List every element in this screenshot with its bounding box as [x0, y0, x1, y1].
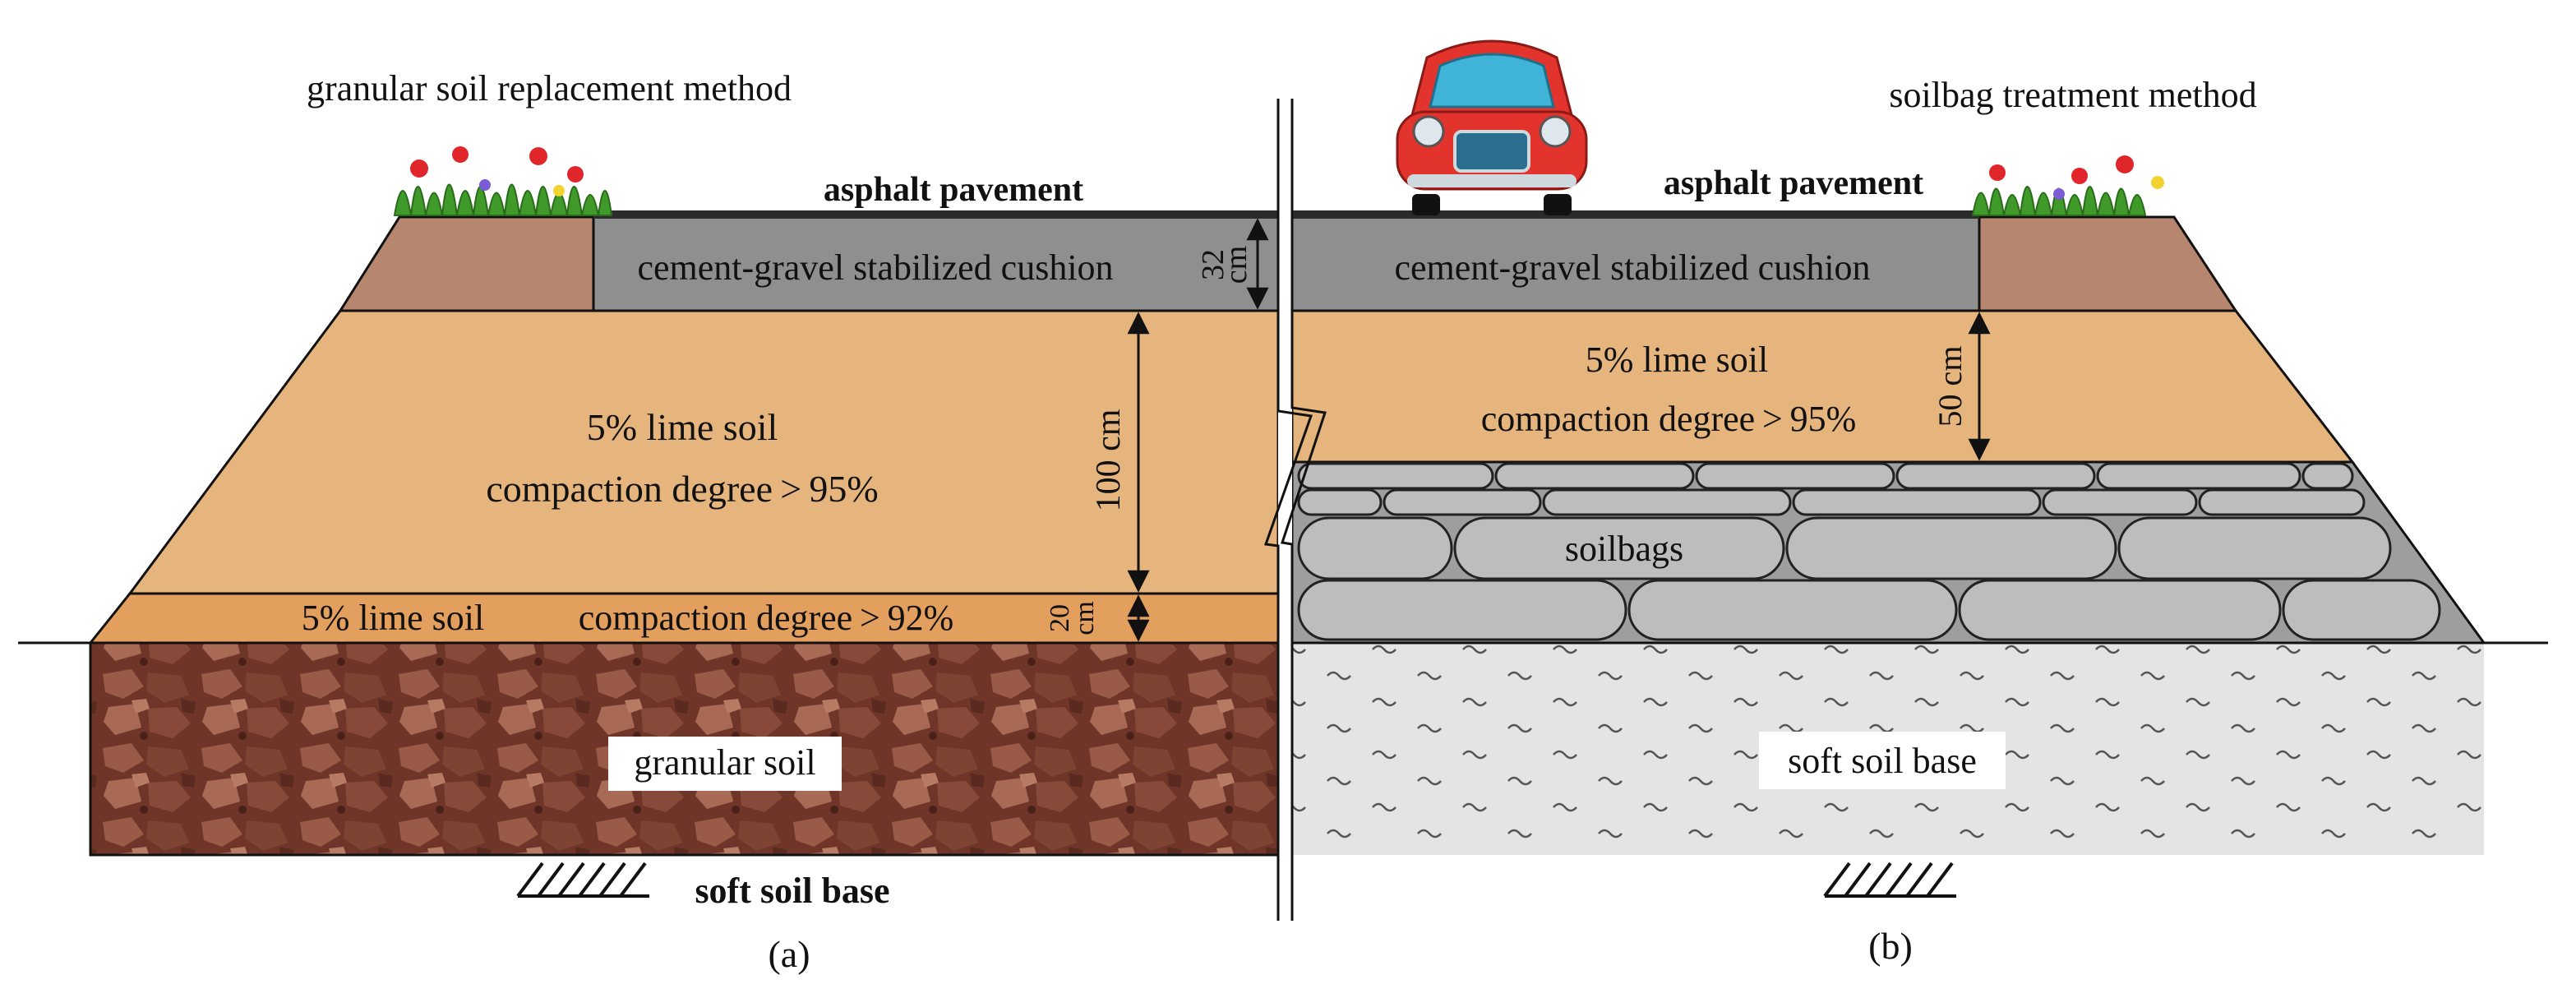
- ground-hatch-icon: [1823, 862, 1956, 898]
- asphalt-left: [593, 210, 1278, 219]
- soft-soil-bottom-label: soft soil base: [695, 871, 889, 911]
- asphalt-label-left: asphalt pavement: [824, 171, 1083, 209]
- left-panel: granular soil replacement method asphalt…: [87, 68, 1280, 975]
- car-icon: [1396, 39, 1588, 215]
- base-fill-label-a: 5% lime soil: [302, 598, 484, 638]
- soilbags-large-rows: [1297, 516, 2441, 641]
- caption-b: (b): [1868, 925, 1913, 967]
- cushion-label-left: cement-gravel stabilized cushion: [637, 247, 1113, 288]
- base-fill-thickness-unit: cm: [1069, 601, 1100, 635]
- soft-soil-label-box: [1759, 732, 2006, 789]
- slope-soil-right: [1978, 215, 2238, 312]
- asphalt-right: [1292, 210, 1979, 219]
- main-fill-label-2: compaction degree > 95%: [486, 468, 878, 510]
- main-fill-label-1: 5% lime soil: [587, 406, 778, 448]
- lime-soil-95-layer-right: [1290, 309, 2356, 464]
- fill-label-right-2: compaction degree > 95%: [1481, 399, 1857, 439]
- grass-icon: [393, 146, 613, 216]
- break-line: [1263, 99, 1327, 921]
- granular-soil-label: granular soil: [634, 742, 815, 783]
- left-title: granular soil replacement method: [307, 68, 792, 109]
- slope-soil-left: [338, 215, 595, 312]
- right-panel: soilbags soilbag treatment method: [1290, 39, 2486, 967]
- cushion-thickness-left-unit: cm: [1219, 246, 1253, 284]
- fill-thickness-right: 50 cm: [1932, 346, 1969, 427]
- base-fill-label-b: compaction degree > 92%: [579, 598, 954, 638]
- ground-hatch-icon: [516, 862, 649, 898]
- right-title: soilbag treatment method: [1889, 75, 2256, 115]
- cushion-label-right: cement-gravel stabilized cushion: [1394, 247, 1870, 288]
- fill-label-right-1: 5% lime soil: [1586, 340, 1768, 380]
- soilbags-label: soilbags: [1565, 529, 1683, 569]
- base-fill-thickness-num: 20: [1045, 604, 1075, 632]
- caption-a: (a): [768, 933, 810, 975]
- soft-soil-label-right: soft soil base: [1788, 741, 1977, 781]
- asphalt-label-right: asphalt pavement: [1664, 164, 1923, 202]
- grass-icon: [1971, 155, 2164, 216]
- cushion-thickness-left-num: 32: [1196, 249, 1230, 280]
- soilbags-thin-rows: [1297, 462, 2366, 516]
- main-fill-thickness: 100 cm: [1090, 409, 1128, 511]
- granular-soil-label-box: [608, 737, 842, 791]
